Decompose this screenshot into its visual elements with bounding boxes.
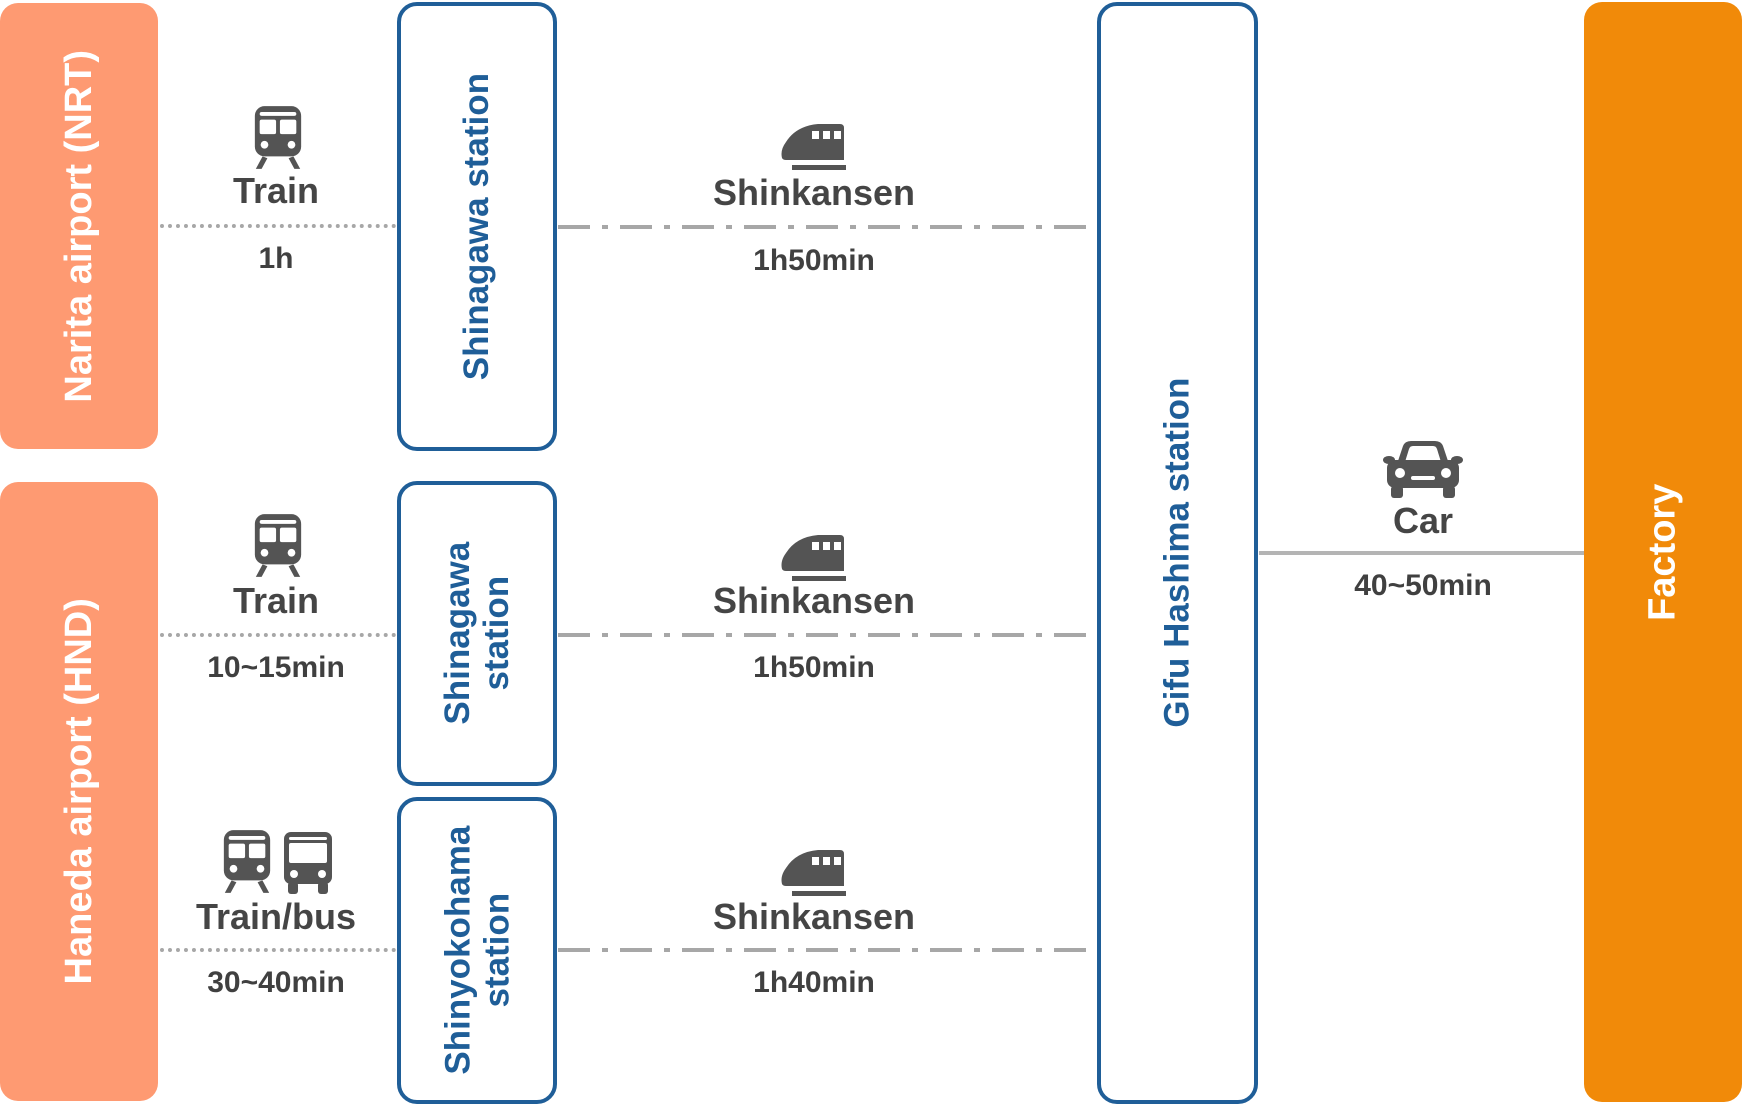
train-icon xyxy=(251,106,305,170)
route-line-narita-shinagawa xyxy=(160,224,396,228)
route-time-label: 1h xyxy=(258,242,294,275)
train-icon xyxy=(251,514,305,578)
shinyokohama-station-label-line1: Shinyokohama xyxy=(437,826,477,1075)
route-mode-label: Train/bus xyxy=(195,896,357,937)
shinyokohama-station-label: Shinyokohama station xyxy=(438,826,516,1075)
route-line-haneda-shinagawa xyxy=(160,633,396,637)
route-line-shinyokohama-gifu xyxy=(558,948,1096,952)
train-icon xyxy=(220,830,274,894)
route-line-haneda-shinyokohama xyxy=(160,948,396,952)
route-time-label: 1h50min xyxy=(753,651,875,684)
shinkansen-icon xyxy=(778,120,846,172)
shinagawa-station-box-2: Shinagawa station xyxy=(397,481,557,786)
shinyokohama-station-label-line2: station xyxy=(477,893,517,1008)
narita-airport-label: Narita airport (NRT) xyxy=(57,49,100,403)
route-mode-label: Shinkansen xyxy=(712,172,916,213)
route-mode-label: Train xyxy=(232,580,320,621)
haneda-airport-box: Haneda airport (HND) xyxy=(0,482,158,1101)
shinagawa-station-label-1: Shinagawa station xyxy=(457,72,497,381)
gifu-hashima-station-label: Gifu Hashima station xyxy=(1157,377,1197,729)
car-icon xyxy=(1383,438,1463,500)
shinkansen-icon xyxy=(778,846,846,898)
route-time-label: 30~40min xyxy=(207,966,345,999)
factory-label: Factory xyxy=(1641,483,1684,621)
route-line-gifu-factory xyxy=(1259,551,1584,555)
shinkansen-icon xyxy=(778,531,846,583)
narita-airport-box: Narita airport (NRT) xyxy=(0,3,158,449)
factory-box: Factory xyxy=(1584,2,1742,1102)
route-mode-label: Train xyxy=(232,170,320,211)
route-mode-label: Shinkansen xyxy=(712,580,916,621)
route-line-shinagawa-gifu-2 xyxy=(558,633,1096,637)
haneda-airport-label: Haneda airport (HND) xyxy=(57,598,100,985)
shinagawa-station-box-1: Shinagawa station xyxy=(397,2,557,451)
route-time-label: 1h50min xyxy=(753,244,875,277)
route-time-label: 40~50min xyxy=(1354,569,1492,602)
route-mode-label: Car xyxy=(1392,500,1454,541)
route-mode-label: Shinkansen xyxy=(712,896,916,937)
shinagawa-station-label-2-line2: station xyxy=(477,576,517,691)
shinagawa-station-label-2-line1: Shinagawa xyxy=(437,542,477,725)
shinagawa-station-label-2: Shinagawa station xyxy=(438,542,516,725)
bus-icon xyxy=(282,832,334,894)
route-time-label: 1h40min xyxy=(753,966,875,999)
gifu-hashima-station-box: Gifu Hashima station xyxy=(1097,2,1258,1104)
shinyokohama-station-box: Shinyokohama station xyxy=(397,797,557,1104)
route-time-label: 10~15min xyxy=(207,651,345,684)
route-line-shinagawa-gifu-1 xyxy=(558,225,1096,229)
